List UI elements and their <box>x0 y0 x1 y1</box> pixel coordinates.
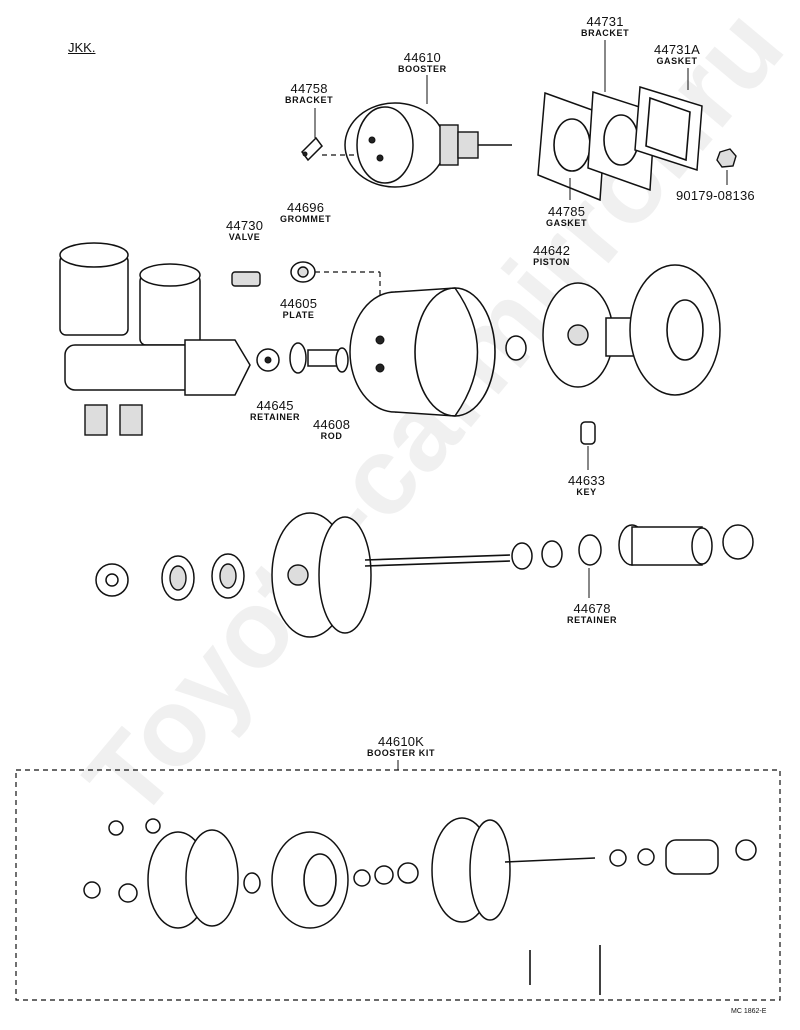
booster-shell-shape <box>349 287 496 417</box>
part-number: 44608 <box>313 417 351 432</box>
small-rings-shape <box>511 540 563 570</box>
part-name: PLATE <box>282 310 315 320</box>
booster-diaphragm-shape <box>271 512 511 638</box>
plate-44605-shape <box>289 342 307 374</box>
part-number: 90179-08136 <box>676 188 755 203</box>
part-name: RETAINER <box>567 615 618 625</box>
label-44730: 44730 VALVE <box>226 219 263 242</box>
label-44608: 44608 ROD <box>313 418 350 441</box>
part-name: RETAINER <box>250 412 301 422</box>
part-number: 44785 <box>547 204 586 219</box>
label-44731: 44731 BRACKET <box>581 15 629 38</box>
lock-washer-shape <box>95 563 129 597</box>
part-number: 44633 <box>568 473 606 488</box>
label-44633: 44633 KEY <box>568 474 605 497</box>
seal-shape <box>505 335 527 361</box>
part-number: 44645 <box>256 398 294 413</box>
boot-shape <box>618 524 754 566</box>
gasket-44731a-shape <box>634 86 703 172</box>
part-name: PISTON <box>533 257 571 267</box>
label-44758: 44758 BRACKET <box>285 82 333 105</box>
label-44731a: 44731A GASKET <box>654 43 700 66</box>
label-44642: 44642 PISTON <box>533 244 570 267</box>
part-name: VALVE <box>228 232 261 242</box>
part-name: GROMMET <box>280 214 332 224</box>
seal-ring-2-shape <box>211 553 245 599</box>
retainer-44645-shape <box>256 348 280 372</box>
part-name: GASKET <box>546 218 588 228</box>
label-44678: 44678 RETAINER <box>567 602 617 625</box>
key-44633-shape <box>580 421 596 445</box>
rod-44608-shape <box>307 347 349 373</box>
label-44696: 44696 GROMMET <box>280 201 331 224</box>
part-number: 44730 <box>226 218 264 233</box>
nut-90179-shape <box>716 148 737 168</box>
part-name: KEY <box>576 487 597 497</box>
retainer-44678-shape <box>578 534 602 566</box>
label-90179: 90179-08136 <box>676 189 755 202</box>
part-name: BOOSTER KIT <box>367 748 436 758</box>
part-number: 44678 <box>573 601 611 616</box>
figure-reference: MC 1862-E <box>731 1008 767 1015</box>
part-name: BRACKET <box>581 28 630 38</box>
label-44605: 44605 PLATE <box>280 297 317 320</box>
label-44645: 44645 RETAINER <box>250 399 300 422</box>
booster-44610-shape <box>344 102 512 188</box>
part-number: 44758 <box>290 81 328 96</box>
part-name: BRACKET <box>285 95 334 105</box>
kit-parts-shape <box>83 817 757 995</box>
part-number: 44731 <box>586 14 624 29</box>
label-44610: 44610 BOOSTER <box>398 51 447 74</box>
seal-ring-1-shape <box>161 555 195 601</box>
part-number: 44696 <box>287 200 325 215</box>
piston-44642-shape <box>542 264 721 396</box>
part-name: BOOSTER <box>398 64 447 74</box>
part-name: ROD <box>320 431 343 441</box>
part-number: 44605 <box>280 296 318 311</box>
label-44785: 44785 GASKET <box>546 205 587 228</box>
master-cylinder-shape <box>59 242 251 436</box>
grommet-44696-shape <box>290 261 316 283</box>
diagram-code: JKK. <box>68 40 96 55</box>
part-number: 44642 <box>533 243 571 258</box>
part-number: 44610K <box>378 734 425 749</box>
valve-44730-shape <box>231 271 261 287</box>
part-name: GASKET <box>656 56 698 66</box>
part-number: 44610 <box>403 50 441 65</box>
label-44610k: 44610K BOOSTER KIT <box>367 735 435 758</box>
part-number: 44731A <box>654 42 701 57</box>
bracket-44758-shape <box>301 136 323 162</box>
